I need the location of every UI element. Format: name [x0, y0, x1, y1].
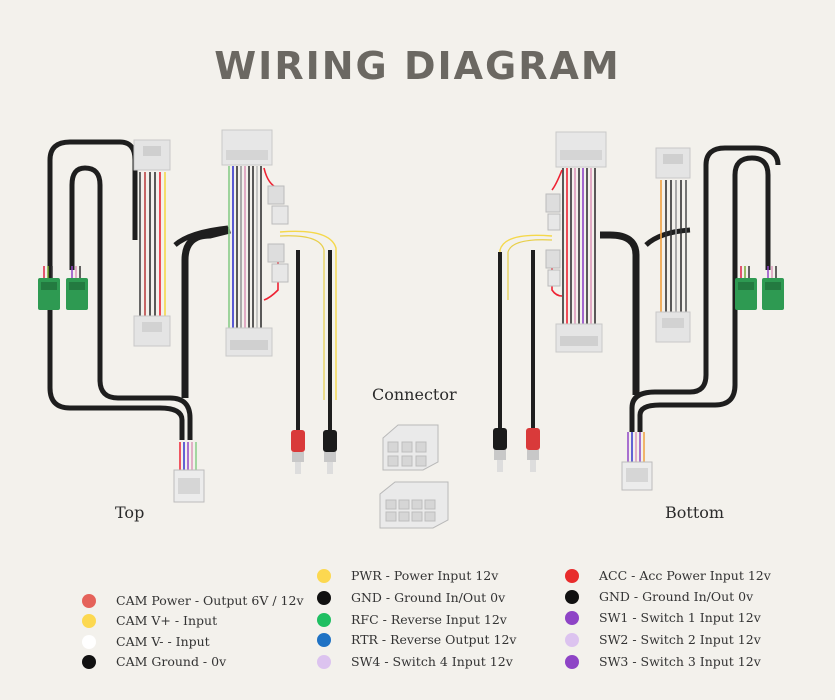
legend-text: CAM V+ - Input [116, 613, 218, 628]
legend-text: SW2 - Switch 2 Input 12v [599, 632, 761, 647]
legend-text: ACC - Acc Power Input 12v [599, 568, 771, 583]
legend-dot [317, 612, 331, 627]
legend-dot [317, 568, 331, 583]
legend-text: SW1 - Switch 1 Input 12v [599, 610, 761, 625]
legend-text: RFC - Reverse Input 12v [351, 612, 507, 627]
legend-text: SW3 - Switch 3 Input 12v [599, 654, 761, 669]
legend-dot [565, 654, 579, 669]
legend-text: RTR - Reverse Output 12v [351, 632, 517, 647]
legend-text: CAM Power - Output 6V / 12v [116, 593, 304, 608]
legend-item: PWR - Power Input 12v [317, 568, 498, 583]
legend-text: PWR - Power Input 12v [351, 568, 499, 583]
top-harness [38, 129, 337, 503]
legend-dot [82, 613, 96, 628]
legend-dot [82, 634, 96, 649]
rca-black-bottom [493, 428, 507, 472]
legend-text: GND - Ground In/Out 0v [351, 590, 506, 605]
legend-item: SW1 - Switch 1 Input 12v [565, 610, 761, 625]
legend-text: GND - Ground In/Out 0v [599, 589, 754, 604]
green-plug-right [735, 266, 784, 310]
legend-item: CAM V+ - Input [82, 613, 217, 628]
legend-dot [317, 654, 331, 669]
legend-item: GND - Ground In/Out 0v [317, 590, 505, 605]
legend-item: SW4 - Switch 4 Input 12v [317, 654, 513, 669]
legend-dot [565, 589, 579, 604]
legend-dot [565, 568, 579, 583]
legend-dot [82, 654, 96, 669]
rca-red-bottom [526, 428, 540, 472]
rca-black-top [323, 430, 337, 474]
legend-dot [317, 590, 331, 605]
legend-dot [565, 610, 579, 625]
legend-item: RTR - Reverse Output 12v [317, 632, 516, 647]
page-title: WIRING DIAGRAM [214, 44, 621, 88]
connector-label: Connector [372, 385, 457, 404]
legend-item: CAM Power - Output 6V / 12v [82, 593, 304, 608]
connector-icon-lower [379, 481, 449, 529]
legend-text: SW4 - Switch 4 Input 12v [351, 654, 513, 669]
legend-dot [82, 593, 96, 608]
legend-item: ACC - Acc Power Input 12v [565, 568, 771, 583]
legend-item: SW3 - Switch 3 Input 12v [565, 654, 761, 669]
rca-red-top [291, 430, 305, 474]
legend-text: CAM V- - Input [116, 634, 210, 649]
bottom-harness [493, 131, 784, 491]
legend-dot [317, 632, 331, 647]
legend-item: GND - Ground In/Out 0v [565, 589, 753, 604]
legend-dot [565, 632, 579, 647]
legend-text: CAM Ground - 0v [116, 654, 227, 669]
bottom-label: Bottom [665, 503, 725, 522]
top-label: Top [115, 503, 145, 522]
legend-item: CAM Ground - 0v [82, 654, 226, 669]
connector-icon-upper [382, 424, 439, 471]
legend-item: RFC - Reverse Input 12v [317, 612, 507, 627]
green-plug-left [38, 266, 88, 310]
legend-item: SW2 - Switch 2 Input 12v [565, 632, 761, 647]
legend-item: CAM V- - Input [82, 634, 210, 649]
